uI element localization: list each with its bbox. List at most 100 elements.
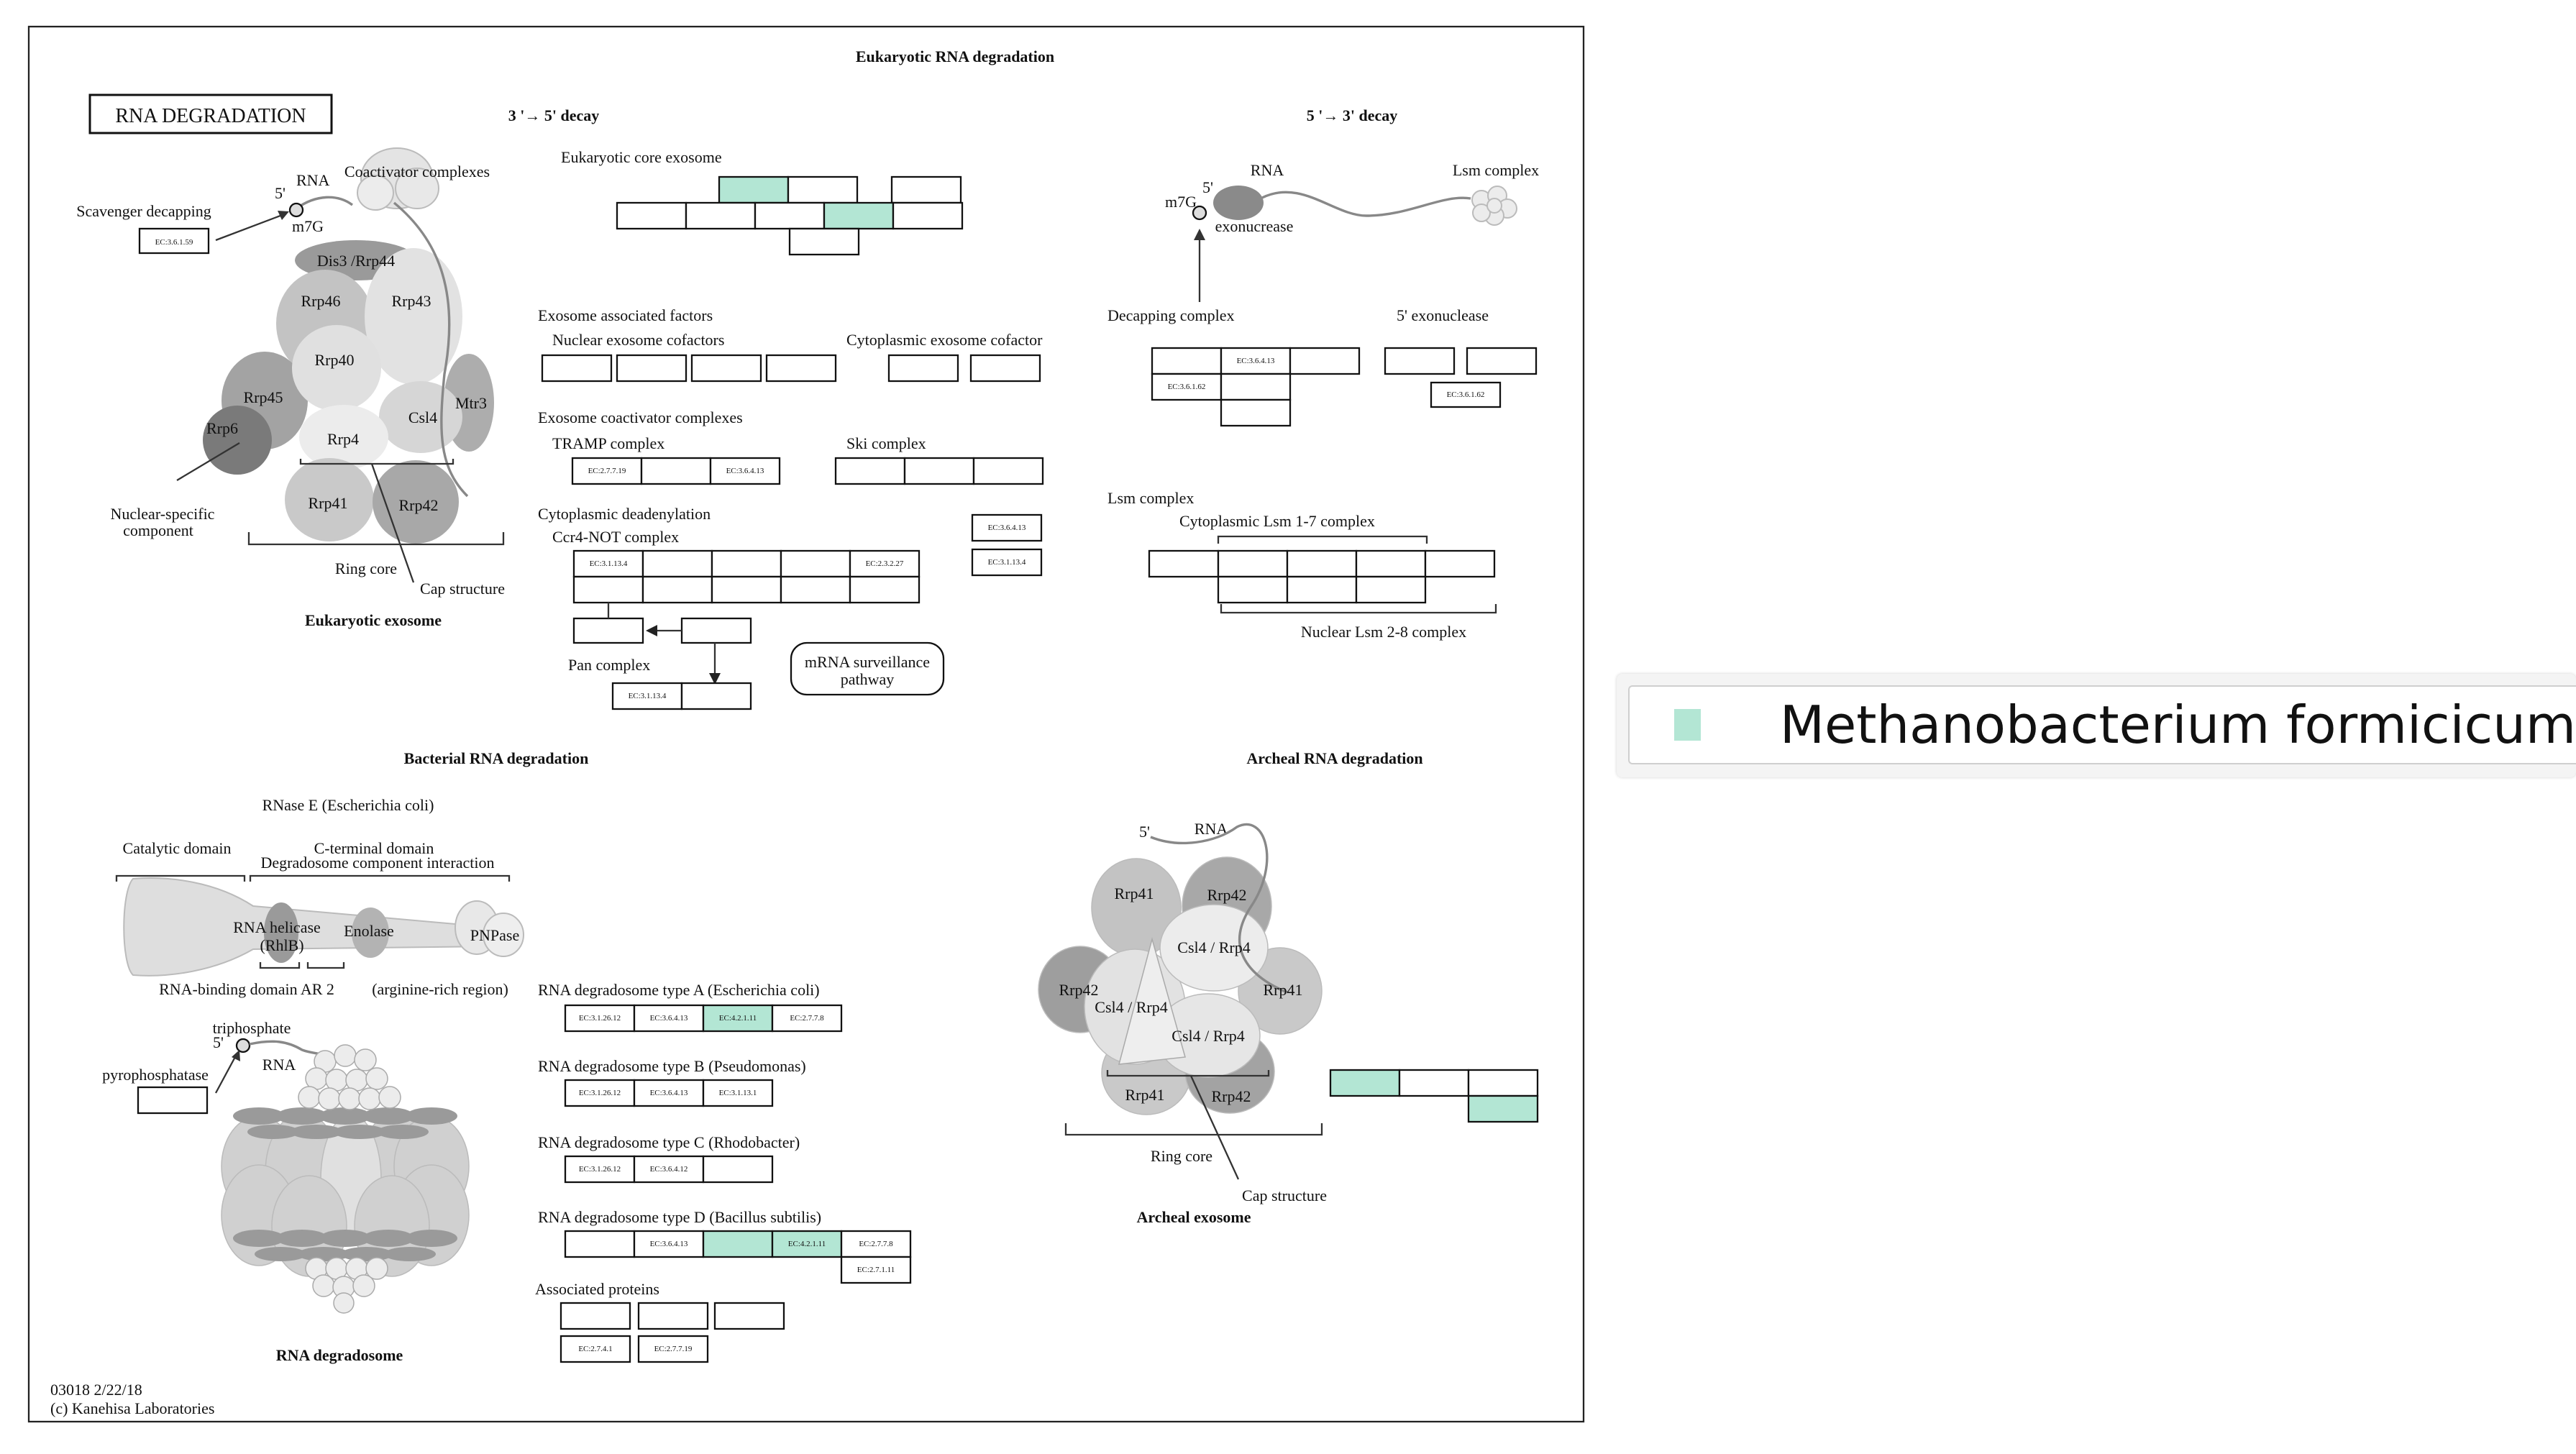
enzyme-box[interactable] bbox=[611, 682, 683, 710]
diagram-label: EC:3.6.4.13 bbox=[650, 1240, 688, 1248]
enzyme-box[interactable] bbox=[711, 549, 782, 578]
diagram-label: PNPase bbox=[470, 926, 519, 944]
enzyme-box[interactable] bbox=[1467, 1069, 1539, 1097]
map-name-box[interactable] bbox=[88, 93, 333, 134]
enzyme-box[interactable] bbox=[1466, 347, 1538, 375]
enzyme-box[interactable] bbox=[1430, 381, 1502, 408]
enzyme-box[interactable] bbox=[685, 201, 757, 230]
enzyme-box[interactable] bbox=[1151, 347, 1223, 375]
enzyme-box[interactable] bbox=[771, 1004, 843, 1033]
enzyme-box[interactable] bbox=[969, 354, 1041, 383]
enzyme-box[interactable] bbox=[572, 617, 644, 644]
enzyme-box[interactable] bbox=[1151, 372, 1223, 401]
enzyme-box[interactable] bbox=[138, 227, 210, 255]
enzyme-box-highlighted[interactable] bbox=[771, 1230, 843, 1258]
enzyme-box-highlighted[interactable] bbox=[1329, 1069, 1401, 1097]
enzyme-box[interactable] bbox=[637, 1335, 709, 1363]
enzyme-box[interactable] bbox=[1398, 1069, 1470, 1097]
enzyme-box[interactable] bbox=[1424, 549, 1496, 578]
enzyme-box[interactable] bbox=[971, 548, 1043, 577]
enzyme-box-highlighted[interactable] bbox=[1467, 1094, 1539, 1123]
diagram-label: Rrp42 bbox=[399, 496, 439, 514]
enzyme-box[interactable] bbox=[637, 1302, 709, 1330]
enzyme-box[interactable] bbox=[788, 227, 860, 256]
diagram-label: Nuclear-specific bbox=[111, 505, 215, 523]
enzyme-box[interactable] bbox=[641, 575, 713, 604]
enzyme-box[interactable] bbox=[849, 549, 921, 578]
enzyme-box[interactable] bbox=[564, 1155, 636, 1184]
diagram-label: 5' bbox=[1139, 823, 1150, 841]
enzyme-box[interactable] bbox=[780, 549, 851, 578]
enzyme-box[interactable] bbox=[903, 457, 975, 485]
enzyme-box[interactable] bbox=[616, 354, 688, 383]
enzyme-box-highlighted[interactable] bbox=[702, 1230, 774, 1258]
enzyme-box[interactable] bbox=[1286, 549, 1358, 578]
legend-organism-label: Methanobacterium formicicum bbox=[1779, 695, 2576, 755]
enzyme-box[interactable] bbox=[559, 1302, 631, 1330]
enzyme-box[interactable] bbox=[680, 617, 752, 644]
enzyme-box[interactable] bbox=[564, 1079, 636, 1107]
diagram-label: EC:3.1.26.12 bbox=[579, 1089, 621, 1097]
enzyme-box[interactable] bbox=[780, 575, 851, 604]
diagram-label: Exosome coactivator complexes bbox=[538, 408, 743, 426]
enzyme-box[interactable] bbox=[1384, 347, 1456, 375]
legend-swatch bbox=[1674, 709, 1701, 741]
enzyme-box[interactable] bbox=[834, 457, 906, 485]
enzyme-box[interactable] bbox=[571, 457, 643, 485]
enzyme-box[interactable] bbox=[559, 1335, 631, 1363]
diagram-label: pathway bbox=[841, 670, 895, 688]
enzyme-box[interactable] bbox=[641, 549, 713, 578]
enzyme-box[interactable] bbox=[849, 575, 921, 604]
enzyme-box[interactable] bbox=[840, 1256, 912, 1284]
diagram-label: RNA bbox=[1251, 161, 1284, 179]
enzyme-box[interactable] bbox=[633, 1155, 705, 1184]
enzyme-box[interactable] bbox=[1289, 347, 1361, 375]
enzyme-box[interactable] bbox=[887, 354, 959, 383]
diagram-label: Pan complex bbox=[568, 656, 650, 674]
enzyme-box[interactable] bbox=[890, 175, 962, 204]
enzyme-box[interactable] bbox=[840, 1230, 912, 1258]
eukaryotic-exosome-illustration: RNA 5' m7G Coactivator complexes Scaveng… bbox=[76, 147, 505, 629]
enzyme-box-highlighted[interactable] bbox=[823, 201, 895, 230]
enzyme-box[interactable] bbox=[765, 354, 837, 383]
enzyme-box[interactable] bbox=[1220, 398, 1292, 427]
enzyme-box[interactable] bbox=[541, 354, 613, 383]
enzyme-box[interactable] bbox=[709, 457, 781, 485]
legend-entry[interactable]: Methanobacterium formicicum bbox=[1628, 685, 2576, 764]
enzyme-box[interactable] bbox=[690, 354, 762, 383]
enzyme-box[interactable] bbox=[972, 457, 1044, 485]
enzyme-box[interactable] bbox=[1217, 549, 1289, 578]
enzyme-box[interactable] bbox=[1220, 372, 1292, 401]
enzyme-box[interactable] bbox=[1355, 575, 1427, 604]
diagram-label: TRAMP complex bbox=[552, 434, 664, 452]
enzyme-box[interactable] bbox=[892, 201, 964, 230]
enzyme-box[interactable] bbox=[1286, 575, 1358, 604]
enzyme-box[interactable] bbox=[702, 1079, 774, 1107]
enzyme-box[interactable] bbox=[713, 1302, 785, 1330]
enzyme-box[interactable] bbox=[1355, 549, 1427, 578]
mrna-surveillance-link[interactable] bbox=[790, 641, 945, 696]
organism-legend: Methanobacterium formicicum bbox=[1617, 674, 2576, 777]
enzyme-box[interactable] bbox=[1217, 575, 1289, 604]
eukaryotic-exosome-caption: Eukaryotic exosome bbox=[305, 611, 442, 629]
enzyme-box[interactable] bbox=[711, 575, 782, 604]
diagram-label: Rrp43 bbox=[392, 292, 431, 310]
enzyme-box[interactable] bbox=[137, 1086, 209, 1115]
diagram-label: RNA helicase bbox=[233, 918, 321, 936]
diagram-label: RNA degradosome type B (Pseudomonas) bbox=[538, 1057, 806, 1075]
enzyme-box[interactable] bbox=[971, 513, 1043, 542]
enzyme-box[interactable] bbox=[633, 1230, 705, 1258]
enzyme-box[interactable] bbox=[1148, 549, 1220, 578]
enzyme-box[interactable] bbox=[640, 457, 712, 485]
diagram-label: EC:2.7.7.8 bbox=[859, 1240, 893, 1248]
diagram-label: Csl4 bbox=[408, 408, 437, 426]
enzyme-box[interactable] bbox=[754, 201, 826, 230]
enzyme-box[interactable] bbox=[787, 175, 859, 204]
enzyme-box[interactable] bbox=[564, 1230, 636, 1258]
enzyme-box-highlighted[interactable] bbox=[718, 175, 790, 204]
diagram-label: EC:3.6.4.13 bbox=[726, 467, 764, 475]
enzyme-box[interactable] bbox=[616, 201, 688, 230]
enzyme-box[interactable] bbox=[680, 682, 752, 710]
enzyme-box[interactable] bbox=[572, 575, 644, 604]
enzyme-box[interactable] bbox=[702, 1155, 774, 1184]
